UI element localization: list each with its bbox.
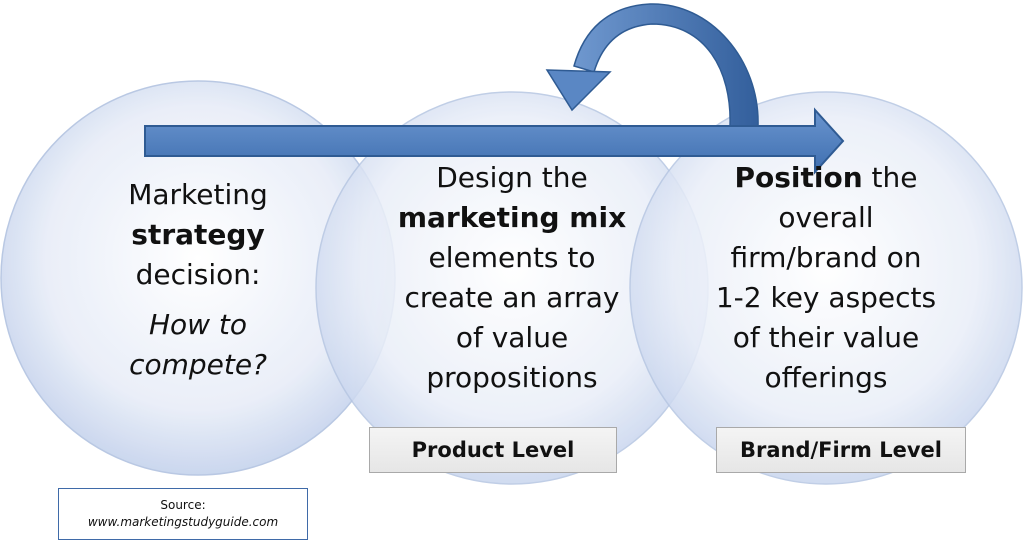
mix-line6: propositions (426, 361, 598, 394)
position-line2: overall (778, 201, 874, 234)
strategy-line3: decision: (135, 258, 261, 291)
strategy-line1: Marketing (128, 178, 268, 211)
product-level-box: Product Level (369, 427, 617, 473)
mix-line3: elements to (428, 241, 596, 274)
source-label: Source: (160, 498, 206, 512)
strategy-line4: How to (148, 308, 248, 341)
mix-line4: create an array (404, 281, 620, 314)
strategy-line5: compete? (129, 348, 267, 381)
source-url: www.marketingstudyguide.com (87, 515, 279, 529)
position-line1: Position the (734, 161, 918, 194)
mix-line2: marketing mix (397, 201, 627, 234)
horizontal-arrow (144, 107, 845, 175)
source-box: Source: www.marketingstudyguide.com (58, 488, 308, 540)
mix-line5: of value (455, 321, 569, 354)
mix-text: Design the marketing mix elements to cre… (387, 158, 637, 398)
mix-line1: Design the (436, 161, 588, 194)
position-line6: offerings (764, 361, 888, 394)
position-line4: 1-2 key aspects (715, 281, 937, 314)
brand-level-box: Brand/Firm Level (716, 427, 966, 473)
curved-arrow (573, 3, 759, 127)
position-line3: firm/brand on (730, 241, 922, 274)
curved-arrow-head (545, 69, 612, 112)
position-line5: of their value (732, 321, 920, 354)
position-text: Position the overall firm/brand on 1-2 k… (697, 158, 955, 398)
strategy-text: Marketing strategy decision: How to comp… (98, 175, 298, 385)
strategy-line2: strategy (131, 218, 265, 251)
circle-position (629, 91, 1023, 485)
